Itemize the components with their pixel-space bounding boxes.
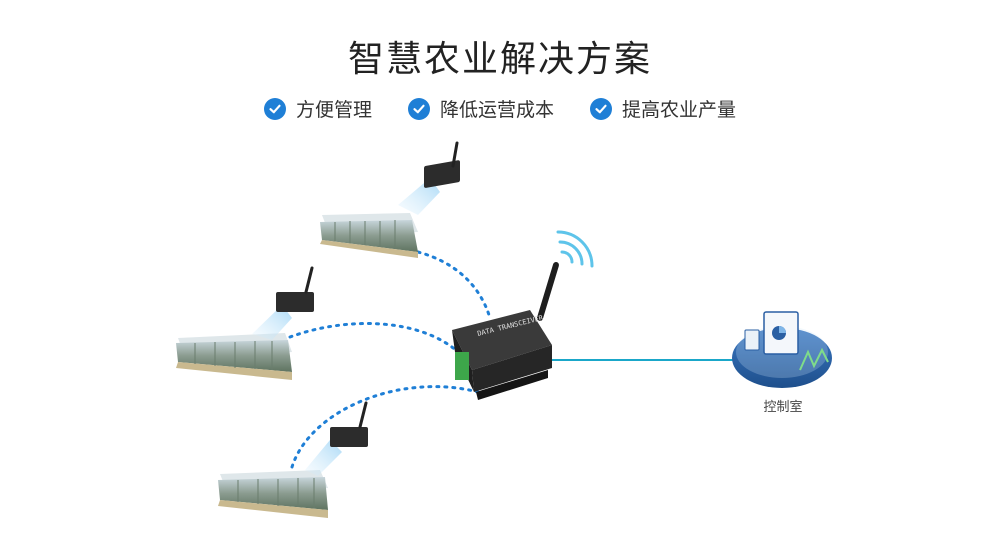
greenhouse-middle	[176, 333, 292, 380]
feature-item-yield: 提高农业产量	[590, 95, 736, 122]
sensor-node-bottom	[305, 401, 368, 476]
feature-list: 方便管理 降低运营成本 提高农业产量	[0, 95, 1000, 122]
feature-label: 方便管理	[295, 99, 372, 121]
control-room-icon	[732, 311, 832, 388]
wifi-signal-icon	[556, 230, 594, 268]
dotted-link-top	[416, 250, 492, 320]
greenhouse-bottom	[218, 470, 328, 518]
dotted-link-bottom	[290, 385, 480, 469]
check-circle-icon	[407, 97, 430, 120]
data-transceiver-device: DATA TRANSCEIVER	[452, 262, 559, 400]
feature-item-management: 方便管理	[263, 95, 372, 122]
control-room-label: 控制室	[763, 400, 803, 415]
check-circle-icon	[263, 97, 286, 120]
sensor-node-middle	[252, 266, 314, 340]
greenhouse-top	[320, 213, 418, 258]
feature-label: 降低运营成本	[439, 99, 554, 121]
feature-label: 提高农业产量	[622, 99, 737, 121]
sensor-node-top	[398, 141, 460, 215]
feature-item-cost: 降低运营成本	[407, 95, 554, 122]
dotted-link-middle	[288, 321, 468, 362]
page-title: 智慧农业解决方案	[347, 39, 652, 80]
check-circle-icon	[590, 97, 612, 120]
